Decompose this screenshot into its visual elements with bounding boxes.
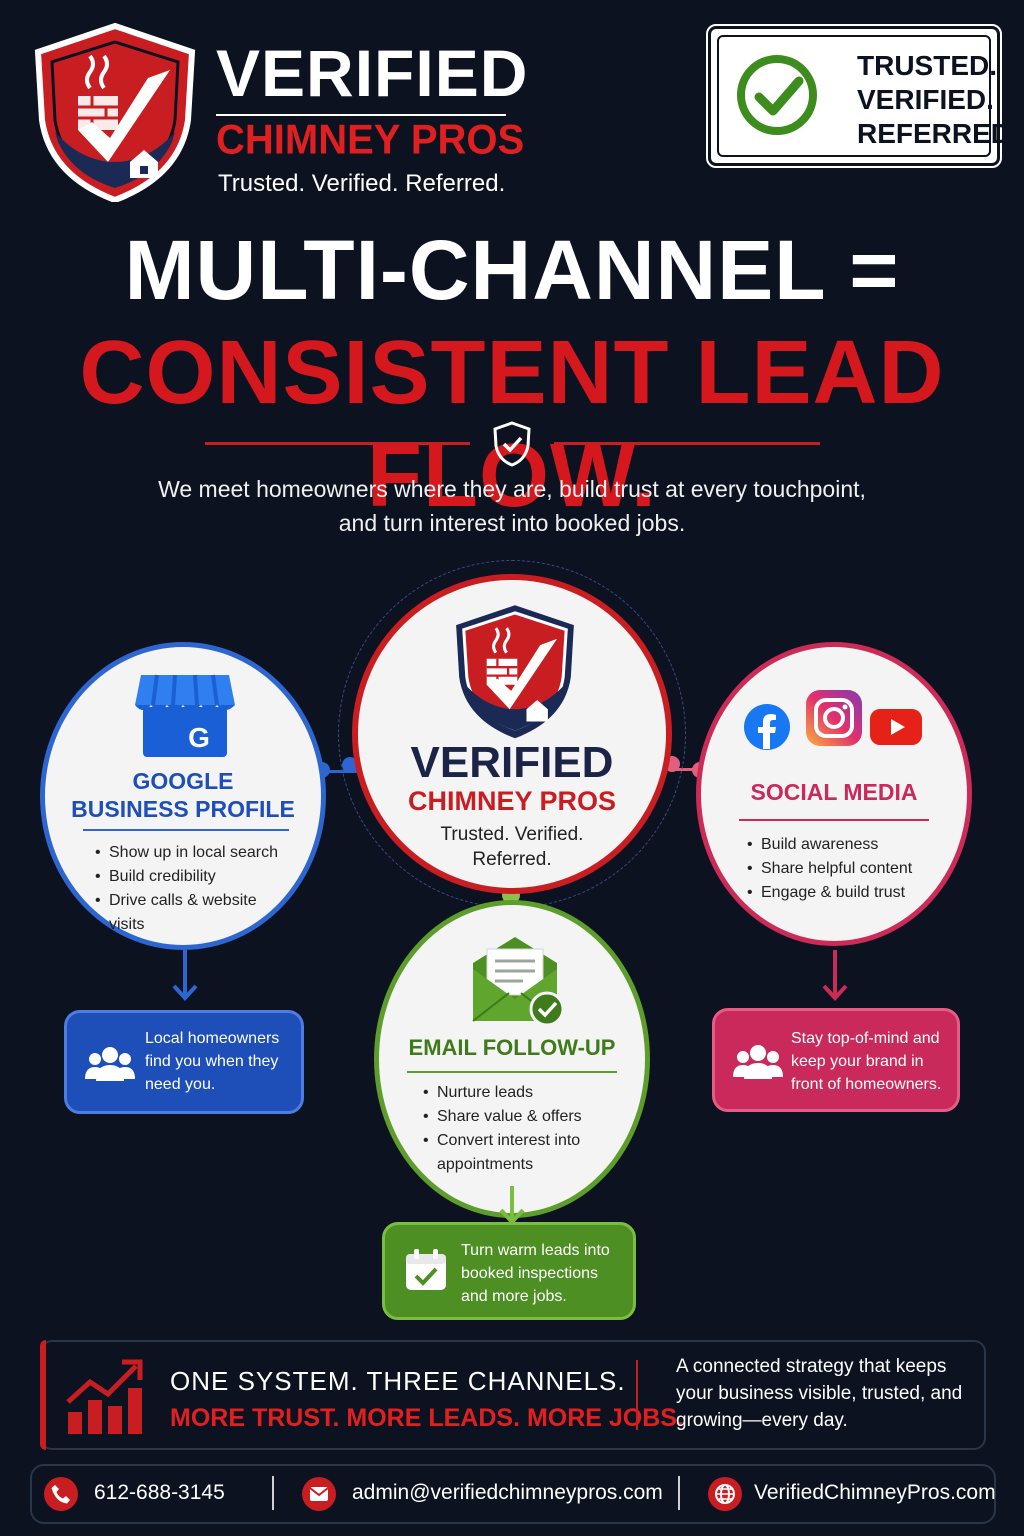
intro-line-1: We meet homeowners where they are, build… xyxy=(158,476,866,502)
social-result-box: Stay top-of-mind and keep your brand in … xyxy=(712,1008,960,1112)
list-item: Show up in local search xyxy=(95,841,295,865)
email-title: EMAIL FOLLOW-UP xyxy=(408,1035,616,1060)
social-rule xyxy=(739,819,929,821)
summary-line-1: ONE SYSTEM. THREE CHANNELS. xyxy=(170,1366,626,1396)
center-sub: CHIMNEY PROS xyxy=(407,786,617,816)
check-circle-icon xyxy=(737,55,817,135)
shield-logo-icon xyxy=(34,22,196,202)
shield-check-icon xyxy=(493,421,531,467)
summary-line-2: MORE TRUST. MORE LEADS. MORE JOBS. xyxy=(170,1404,684,1432)
email-result-text: Turn warm leads into booked inspections … xyxy=(461,1242,610,1305)
calendar-check-icon xyxy=(406,1249,446,1290)
google-title-1: GOOGLE xyxy=(132,768,234,794)
email-result-box: Turn warm leads into booked inspections … xyxy=(382,1222,636,1320)
center-tag-2: Referred. xyxy=(472,849,552,870)
footer-separator xyxy=(678,1476,680,1510)
google-title-2: BUSINESS PROFILE xyxy=(71,796,295,822)
google-result-text: Local homeowners find you when they need… xyxy=(145,1030,280,1093)
arrow-down-icon xyxy=(822,950,848,1001)
list-item: Build awareness xyxy=(747,833,947,857)
intro-text: We meet homeowners where they are, build… xyxy=(60,472,964,540)
google-result-box: Local homeowners find you when they need… xyxy=(64,1010,304,1114)
users-icon xyxy=(733,1045,783,1079)
email-link[interactable]: admin@verifiedchimneypros.com xyxy=(352,1481,663,1504)
list-item: Share value & offers xyxy=(423,1105,623,1129)
website-link[interactable]: VerifiedChimneyPros.com xyxy=(754,1481,996,1504)
trust-line-1: TRUSTED. xyxy=(857,50,997,81)
trust-line-3: REFERRED. xyxy=(857,118,1019,149)
summary-strip xyxy=(40,1340,986,1450)
chart-growth-icon xyxy=(66,1359,143,1434)
list-item: Share helpful content xyxy=(747,857,947,881)
google-business-icon: G xyxy=(135,674,235,757)
center-name: VERIFIED xyxy=(410,738,614,787)
brand-rule xyxy=(216,114,506,116)
center-tag-1: Trusted. Verified. xyxy=(440,824,584,845)
youtube-icon xyxy=(870,709,922,745)
social-circle: SOCIAL MEDIA Build awareness Share helpf… xyxy=(696,642,972,946)
shield-logo-icon xyxy=(456,605,574,739)
divider-right xyxy=(554,442,820,445)
brand-tagline: Trusted. Verified. Referred. xyxy=(218,170,506,197)
contact-footer xyxy=(30,1464,996,1524)
summary-description: A connected strategy that keeps your bus… xyxy=(676,1356,963,1431)
svg-text:G: G xyxy=(188,722,210,753)
brand-name: VERIFIED xyxy=(216,36,529,110)
summary-separator xyxy=(636,1360,638,1430)
list-item: Drive calls & website visits xyxy=(95,889,295,937)
summary-strip-accent xyxy=(40,1340,46,1450)
instagram-icon xyxy=(806,690,862,746)
arrow-down-icon xyxy=(499,1186,525,1225)
globe-icon xyxy=(708,1477,742,1511)
trust-line-2: VERIFIED. xyxy=(857,84,994,115)
users-icon xyxy=(85,1047,135,1081)
trust-badge: TRUSTED. VERIFIED. REFERRED. xyxy=(706,24,1019,168)
phone-icon xyxy=(44,1477,78,1511)
list-item: Engage & build trust xyxy=(747,881,947,905)
intro-line-2: and turn interest into booked jobs. xyxy=(338,510,686,536)
email-circle: EMAIL FOLLOW-UP Nurture leads Share valu… xyxy=(374,900,650,1218)
google-rule xyxy=(83,829,289,831)
email-list: Nurture leads Share value & offers Conve… xyxy=(423,1081,623,1177)
divider-left xyxy=(205,442,470,445)
list-item: Convert interest into appointments xyxy=(423,1129,623,1177)
social-title: SOCIAL MEDIA xyxy=(750,779,918,805)
facebook-icon xyxy=(744,704,790,750)
google-list: Show up in local search Build credibilit… xyxy=(95,841,295,937)
phone-link[interactable]: 612-688-3145 xyxy=(94,1481,225,1504)
google-circle: G GOOGLE BUSINESS PROFILE Show up in loc… xyxy=(40,642,326,950)
mail-icon xyxy=(302,1477,336,1511)
social-list: Build awareness Share helpful content En… xyxy=(747,833,947,905)
brand-subtitle: CHIMNEY PROS xyxy=(216,116,525,164)
headline-line-1: MULTI-CHANNEL = xyxy=(124,223,900,317)
connector-google xyxy=(322,770,358,773)
email-rule xyxy=(407,1071,617,1073)
connector-social xyxy=(668,768,702,771)
footer-separator xyxy=(272,1476,274,1510)
arrow-down-icon xyxy=(172,950,198,1001)
social-result-text: Stay top-of-mind and keep your brand in … xyxy=(791,1030,942,1093)
center-circle: VERIFIED CHIMNEY PROS Trusted. Verified.… xyxy=(352,574,672,894)
email-envelope-icon xyxy=(472,937,565,1027)
list-item: Nurture leads xyxy=(423,1081,623,1105)
list-item: Build credibility xyxy=(95,865,295,889)
